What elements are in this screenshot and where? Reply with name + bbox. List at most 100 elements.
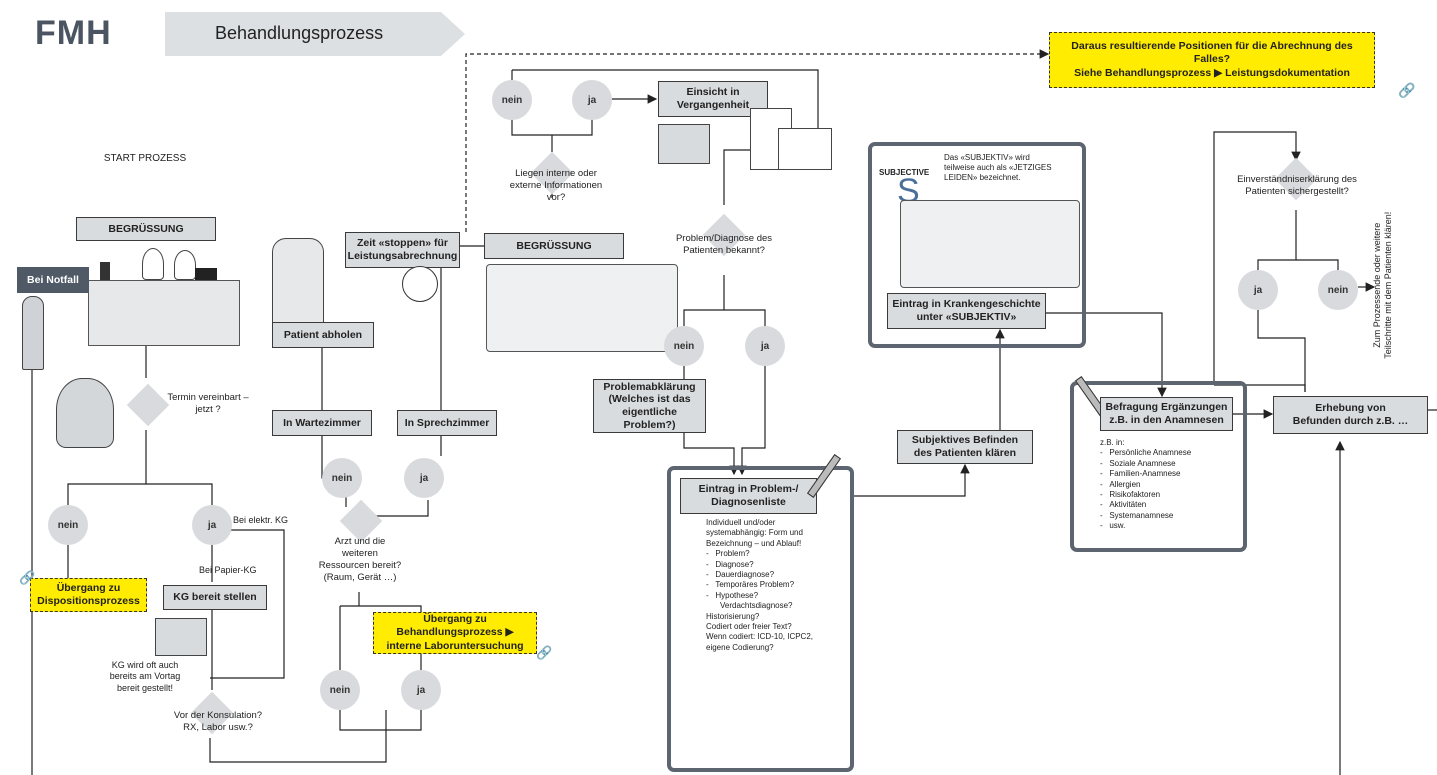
doctor-consultation-illustration bbox=[900, 200, 1080, 288]
problem-item: - Hypothese? bbox=[706, 590, 759, 600]
begruessung-box-2: BEGRÜSSUNG bbox=[484, 233, 624, 259]
liegen-info-question: Liegen interne oder externe Informatione… bbox=[509, 168, 603, 203]
befragung-text: Befragung Ergänzungen z.B. in den Anamne… bbox=[1105, 401, 1228, 426]
problem-details-outro: Historisierung? Codiert oder freier Text… bbox=[706, 611, 814, 652]
problem-extra: Verdachtsdiagnose? bbox=[720, 601, 793, 611]
problemabklaerung-box: Problemabklärung (Welches ist das eigent… bbox=[593, 379, 706, 433]
nein-circle-1: nein bbox=[48, 505, 88, 545]
anamnese-item: - Systemanamnese bbox=[1100, 510, 1174, 520]
ja-circle-6: ja bbox=[1238, 270, 1278, 310]
clock-icon bbox=[402, 266, 438, 302]
problemliste-panel bbox=[667, 466, 854, 772]
problem-item-text: Temporäres Problem? bbox=[715, 580, 795, 590]
einsicht-text: Einsicht in Vergangenheit bbox=[676, 86, 750, 111]
monitor-icon bbox=[100, 262, 110, 280]
uebergang-laboruntersuchung: Übergang zu Behandlungsprozess ▶ interne… bbox=[373, 612, 537, 654]
eintrag-problem-text: Eintrag in Problem-/ Diagnosenliste bbox=[698, 483, 799, 508]
zum-prozessende-note: Zum Prozessende oder weitere Teilschritt… bbox=[1371, 211, 1393, 359]
uebergang-dispo-text: Übergang zu Dispositionsprozess bbox=[37, 581, 140, 607]
uebergang-labor-text: Übergang zu Behandlungsprozess ▶ interne… bbox=[386, 613, 524, 652]
ja-circle-5: ja bbox=[745, 326, 785, 366]
doctor-at-desk-illustration bbox=[486, 264, 678, 352]
title-banner bbox=[165, 12, 465, 56]
problem-item-text: Hypothese? bbox=[715, 590, 759, 600]
subjective-panel bbox=[868, 142, 1086, 348]
eintrag-subjektiv-box: Eintrag in Krankengeschichte unter «SUBJ… bbox=[887, 293, 1046, 329]
link-icon[interactable]: 🔗 bbox=[1398, 82, 1416, 98]
eintrag-problemliste-box: Eintrag in Problem-/ Diagnosenliste bbox=[680, 478, 817, 514]
reception-desk-illustration bbox=[88, 280, 240, 346]
nein-circle-3: nein bbox=[320, 670, 360, 710]
anamnese-item-text: Aktivitäten bbox=[1109, 500, 1147, 510]
anamnese-item-text: usw. bbox=[1109, 521, 1126, 531]
nein-circle-2: nein bbox=[322, 458, 362, 498]
problem-item-text: Diagnose? bbox=[715, 559, 754, 569]
patient-abholen-box: Patient abholen bbox=[272, 322, 374, 348]
vor-konsultation-question: Vor der Konsulation? RX, Labor usw.? bbox=[173, 710, 263, 733]
begruessung-box: BEGRÜSSUNG bbox=[76, 217, 216, 241]
staff-standing-icon bbox=[272, 238, 324, 324]
anamnese-item: - usw. bbox=[1100, 521, 1126, 531]
problem-question: Problem/Diagnose des Patienten bekannt? bbox=[675, 233, 773, 256]
top-note-line1: Daraus resultierende Positionen für die … bbox=[1071, 40, 1353, 66]
link-icon[interactable]: 🔗 bbox=[536, 645, 553, 660]
anamnese-item: - Allergien bbox=[1100, 479, 1141, 489]
anamnese-item-text: Persönliche Anamnese bbox=[1109, 448, 1192, 458]
anamnese-item-text: Allergien bbox=[1109, 479, 1141, 489]
ja-circle-2: ja bbox=[404, 458, 444, 498]
nein-circle-5: nein bbox=[664, 326, 704, 366]
kg-note: KG wird oft auch bereits am Vortag berei… bbox=[109, 660, 181, 693]
arzt-ressourcen-question: Arzt und die weiteren Ressourcen bereit?… bbox=[318, 536, 402, 583]
page-title: Behandlungsprozess bbox=[215, 23, 384, 43]
top-note-box: Daraus resultierende Positionen für die … bbox=[1049, 32, 1375, 88]
anamnesen-intro: z.B. in: bbox=[1100, 438, 1125, 447]
termin-question: Termin vereinbart – jetzt ? bbox=[167, 392, 249, 415]
link-icon[interactable]: 🔗 bbox=[19, 570, 36, 585]
problem-item: - Dauerdiagnose? bbox=[706, 569, 775, 579]
nein-circle-6: nein bbox=[1318, 270, 1358, 310]
notfall-text: Bei Notfall bbox=[27, 274, 79, 286]
anamnese-item: - Aktivitäten bbox=[1100, 500, 1147, 510]
notfall-label: Bei Notfall bbox=[17, 267, 89, 293]
ja-circle-3: ja bbox=[401, 670, 441, 710]
erhebung-text: Erhebung von Befunden durch z.B. … bbox=[1292, 402, 1409, 427]
folder-icon bbox=[155, 618, 207, 656]
anamnese-item-text: Familien-Anamnese bbox=[1109, 469, 1181, 479]
nein-circle-4: nein bbox=[492, 80, 532, 120]
phone-icon bbox=[195, 268, 217, 280]
problem-details: Individuell und/oder systemabhängig: For… bbox=[706, 518, 846, 653]
subjective-note: Das «SUBJEKTIV» wird teilweise auch als … bbox=[944, 153, 1052, 182]
subjective-label: SUBJECTIVE bbox=[879, 168, 930, 177]
ja-circle-1: ja bbox=[192, 505, 232, 545]
bei-elektr-label: Bei elektr. KG bbox=[233, 515, 289, 525]
einsicht-box: Einsicht in Vergangenheit bbox=[658, 81, 768, 117]
wartezimmer-box: In Wartezimmer bbox=[272, 410, 372, 436]
subjektives-befinden-text: Subjektives Befinden des Patienten kläre… bbox=[911, 434, 1019, 459]
fmh-logo: FMH bbox=[35, 14, 112, 53]
problem-item: - Temporäres Problem? bbox=[706, 580, 795, 590]
reception-staff-icon-2 bbox=[174, 250, 196, 280]
anamnese-item: - Familien-Anamnese bbox=[1100, 469, 1181, 479]
anamnesen-panel bbox=[1070, 381, 1247, 552]
subjektives-befinden-box: Subjektives Befinden des Patienten kläre… bbox=[897, 430, 1033, 464]
anamnese-item: - Soziale Anamnese bbox=[1100, 458, 1176, 468]
zeit-stoppen-box: Zeit «stoppen» für Leistungsabrechnung bbox=[345, 232, 460, 268]
anamnese-item-text: Soziale Anamnese bbox=[1109, 458, 1176, 468]
befragung-box: Befragung Ergänzungen z.B. in den Anamne… bbox=[1100, 397, 1233, 431]
worried-person-icon bbox=[56, 378, 114, 448]
problem-item: - Diagnose? bbox=[706, 559, 754, 569]
start-label: START PROZESS bbox=[103, 153, 187, 164]
problem-item-text: Problem? bbox=[715, 549, 750, 559]
sprechzimmer-box: In Sprechzimmer bbox=[397, 410, 497, 436]
top-note-line2: Siehe Behandlungsprozess ▶ Leistungsdoku… bbox=[1074, 66, 1350, 79]
bei-papier-label: Bei Papier-KG bbox=[199, 565, 257, 575]
anamnese-item-text: Systemanamnese bbox=[1109, 510, 1174, 520]
anamnese-item: - Persönliche Anamnese bbox=[1100, 448, 1192, 458]
subjective-entry-text: Eintrag in Krankengeschichte unter «SUBJ… bbox=[892, 298, 1041, 323]
anamnesen-list: z.B. in: - Persönliche Anamnese - Sozial… bbox=[1100, 438, 1240, 532]
problemabklaerung-text: Problemabklärung (Welches ist das eigent… bbox=[603, 380, 696, 431]
folder-icon bbox=[658, 124, 710, 164]
problem-item: - Problem? bbox=[706, 549, 750, 559]
logo-text: FMH bbox=[35, 14, 112, 52]
envelope-icon bbox=[778, 128, 832, 170]
